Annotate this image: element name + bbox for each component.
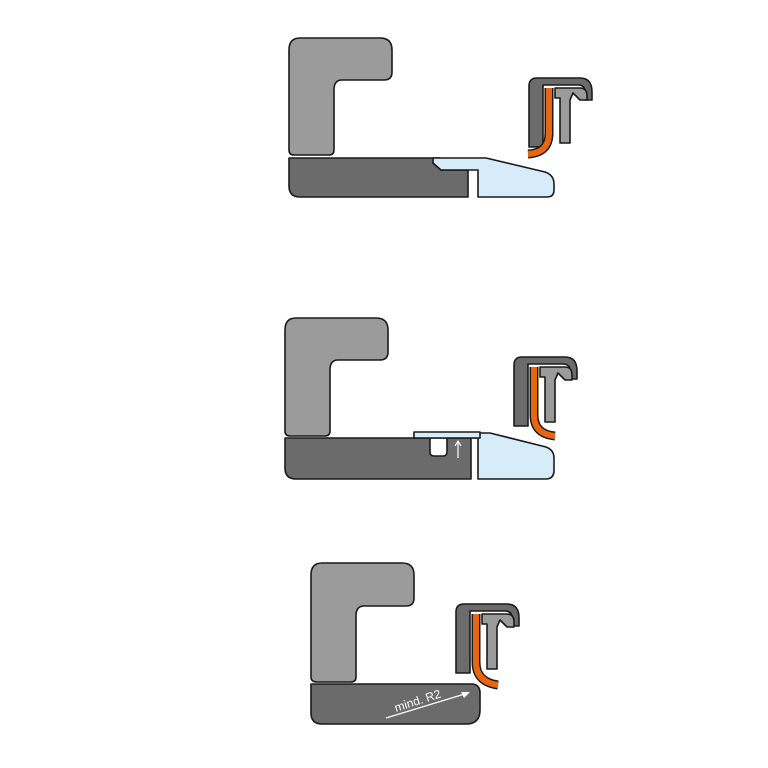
radius-arrowhead [461,692,470,698]
lower-die [284,437,472,480]
clamp-outer [455,603,520,674]
orange-profile-fill [527,88,552,157]
orange-profile-fill [531,367,556,439]
panel-step-2 [284,317,578,480]
upper-tool [284,317,389,437]
workpiece [432,157,555,198]
orange-profile-fill [473,614,499,688]
up-arrow [454,439,462,458]
workpiece [413,432,555,480]
clamp-inner [539,366,573,423]
upper-tool [288,37,393,156]
panel-step-1 [288,37,593,198]
flat-sheet-top [413,431,481,439]
lower-die [310,683,481,725]
clamp-inner [481,613,515,670]
clamp-inner [554,87,588,144]
clamp-outer [528,77,593,148]
clamp-outer [513,356,578,427]
upper-tool [310,562,415,683]
radius-dimension-line [385,692,469,719]
panel-step-3: mind. R2 [310,562,520,725]
